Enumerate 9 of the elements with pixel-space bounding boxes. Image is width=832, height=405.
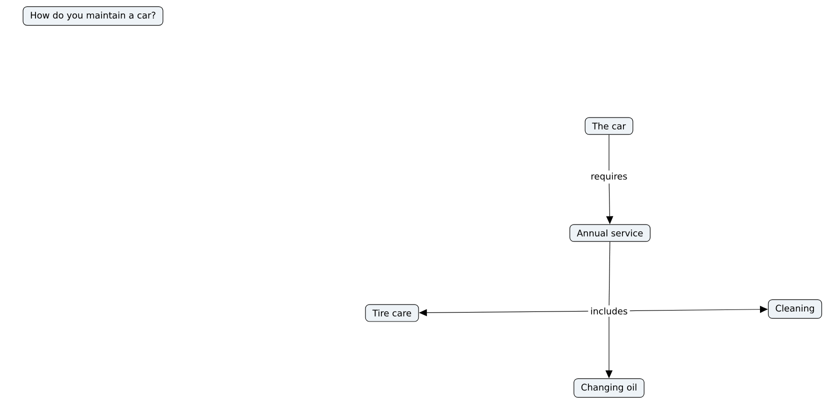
linking-phrase: requires <box>588 170 630 184</box>
concept-box: Annual service <box>570 224 650 242</box>
concept-box: Changing oil <box>574 378 644 398</box>
concept-box: Cleaning <box>768 299 822 319</box>
arrow <box>630 306 768 313</box>
concept-box: How do you maintain a car? <box>22 6 164 26</box>
concept-box: The car <box>584 117 634 135</box>
linking-phrase: includes <box>588 306 630 316</box>
concept-box: Tire care <box>365 304 419 322</box>
